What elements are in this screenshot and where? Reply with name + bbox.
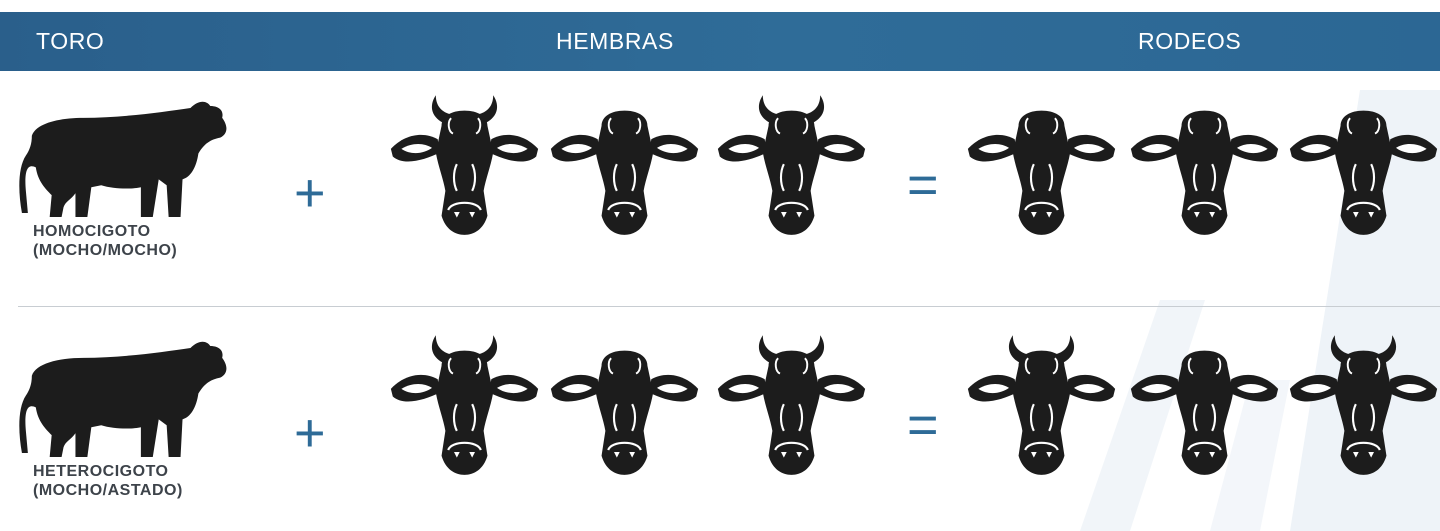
equals-sign: = bbox=[907, 395, 939, 455]
plus-sign: + bbox=[294, 163, 326, 223]
horned-cow-head-icon bbox=[388, 334, 541, 480]
polled-cow-head-icon bbox=[1128, 334, 1281, 480]
caption-line-1: HOMOCIGOTO bbox=[33, 223, 151, 240]
caption-line-1: HETEROCIGOTO bbox=[33, 463, 169, 480]
column-header-toro: TORO bbox=[36, 28, 105, 54]
cross-row-homocigoto: HOMOCIGOTO (MOCHO/MOCHO) + = bbox=[0, 90, 1440, 290]
equals-sign: = bbox=[907, 155, 939, 215]
column-header-hembras: HEMBRAS bbox=[556, 28, 674, 54]
horned-cow-head-icon bbox=[715, 94, 868, 240]
polled-cow-head-icon bbox=[965, 94, 1118, 240]
horned-cow-head-icon bbox=[965, 334, 1118, 480]
horned-cow-head-icon bbox=[1287, 334, 1440, 480]
bull-silhouette-icon bbox=[14, 96, 242, 220]
cross-row-heterocigoto: HETEROCIGOTO (MOCHO/ASTADO) + = bbox=[0, 330, 1440, 530]
bull-genotype-caption: HETEROCIGOTO (MOCHO/ASTADO) bbox=[33, 462, 183, 500]
header-bar: TORO HEMBRAS RODEOS bbox=[0, 12, 1440, 71]
bull-genotype-caption: HOMOCIGOTO (MOCHO/MOCHO) bbox=[33, 222, 177, 260]
polled-cow-head-icon bbox=[548, 94, 701, 240]
polled-cow-head-icon bbox=[1287, 94, 1440, 240]
horned-cow-head-icon bbox=[715, 334, 868, 480]
polled-cow-head-icon bbox=[1128, 94, 1281, 240]
column-header-rodeos: RODEOS bbox=[1138, 28, 1242, 54]
horned-cow-head-icon bbox=[388, 94, 541, 240]
plus-sign: + bbox=[294, 403, 326, 463]
bull-silhouette-icon bbox=[14, 336, 242, 460]
caption-line-2: (MOCHO/MOCHO) bbox=[33, 242, 178, 259]
row-divider bbox=[18, 306, 1440, 307]
caption-line-2: (MOCHO/ASTADO) bbox=[33, 482, 183, 499]
polled-cow-head-icon bbox=[548, 334, 701, 480]
